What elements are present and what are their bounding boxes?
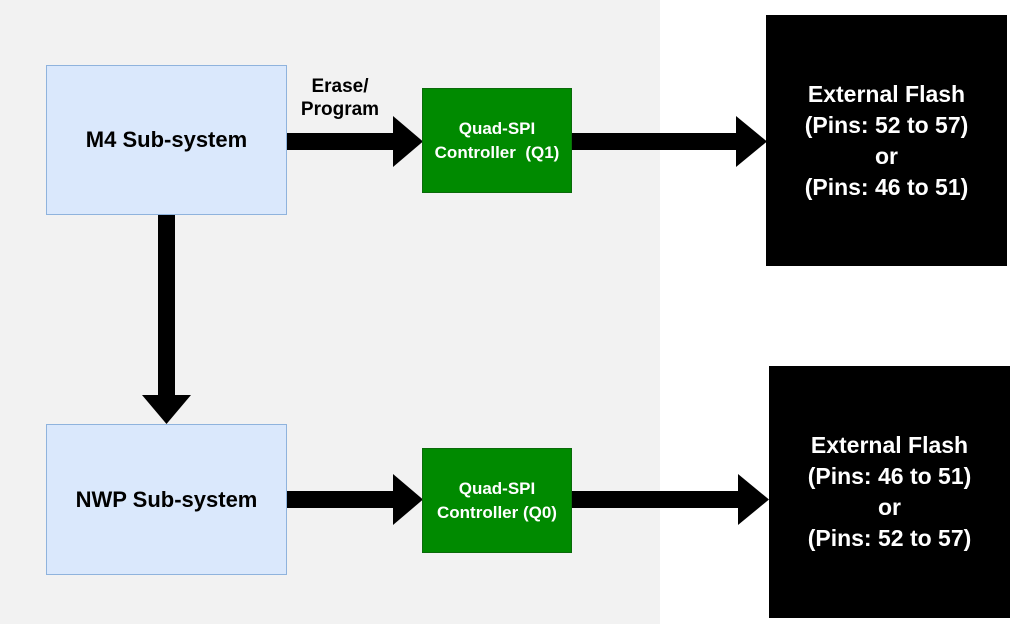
nwp-subsystem-label: NWP Sub-system <box>75 486 258 512</box>
m4-subsystem-box: M4 Sub-system <box>46 65 287 215</box>
qspi-q0-line1: Quad-SPI <box>458 478 536 498</box>
qspi-q0-line2: Controller (Q0) <box>437 502 557 522</box>
nwp-subsystem-box: NWP Sub-system <box>46 424 287 575</box>
arrow-q1-to-flash-top <box>572 116 767 167</box>
erase-program-label: Erase/ Program <box>288 75 392 121</box>
erase-label-line2: Program <box>300 99 380 120</box>
erase-label-line1: Erase/ <box>311 76 369 97</box>
m4-subsystem-label: M4 Sub-system <box>85 127 248 152</box>
flash-bottom-pins-2: (Pins: 52 to 57) <box>807 525 972 551</box>
external-flash-bottom: External Flash (Pins: 46 to 51) or (Pins… <box>769 366 1010 618</box>
flash-top-title: External Flash <box>807 80 966 107</box>
flash-top-pins-2: (Pins: 46 to 51) <box>804 173 969 200</box>
arrow-q0-to-flash-bottom <box>572 474 769 525</box>
arrow-m4-to-q1 <box>287 116 423 167</box>
flash-bottom-pins-1: (Pins: 46 to 51) <box>807 463 972 489</box>
qspi-q1-line1: Quad-SPI <box>458 118 536 138</box>
flash-bottom-or: or <box>878 494 901 520</box>
qspi-controller-q0: Quad-SPI Controller (Q0) <box>422 448 572 553</box>
external-flash-top: External Flash (Pins: 52 to 57) or (Pins… <box>766 15 1007 266</box>
arrow-m4-to-nwp <box>142 215 191 424</box>
qspi-controller-q1: Quad-SPI Controller (Q1) <box>422 88 572 193</box>
flash-bottom-title: External Flash <box>810 432 969 458</box>
qspi-q1-line2: Controller (Q1) <box>434 142 560 162</box>
arrow-nwp-to-q0 <box>287 474 423 525</box>
flash-top-or: or <box>875 142 898 169</box>
flash-top-pins-1: (Pins: 52 to 57) <box>804 111 969 138</box>
